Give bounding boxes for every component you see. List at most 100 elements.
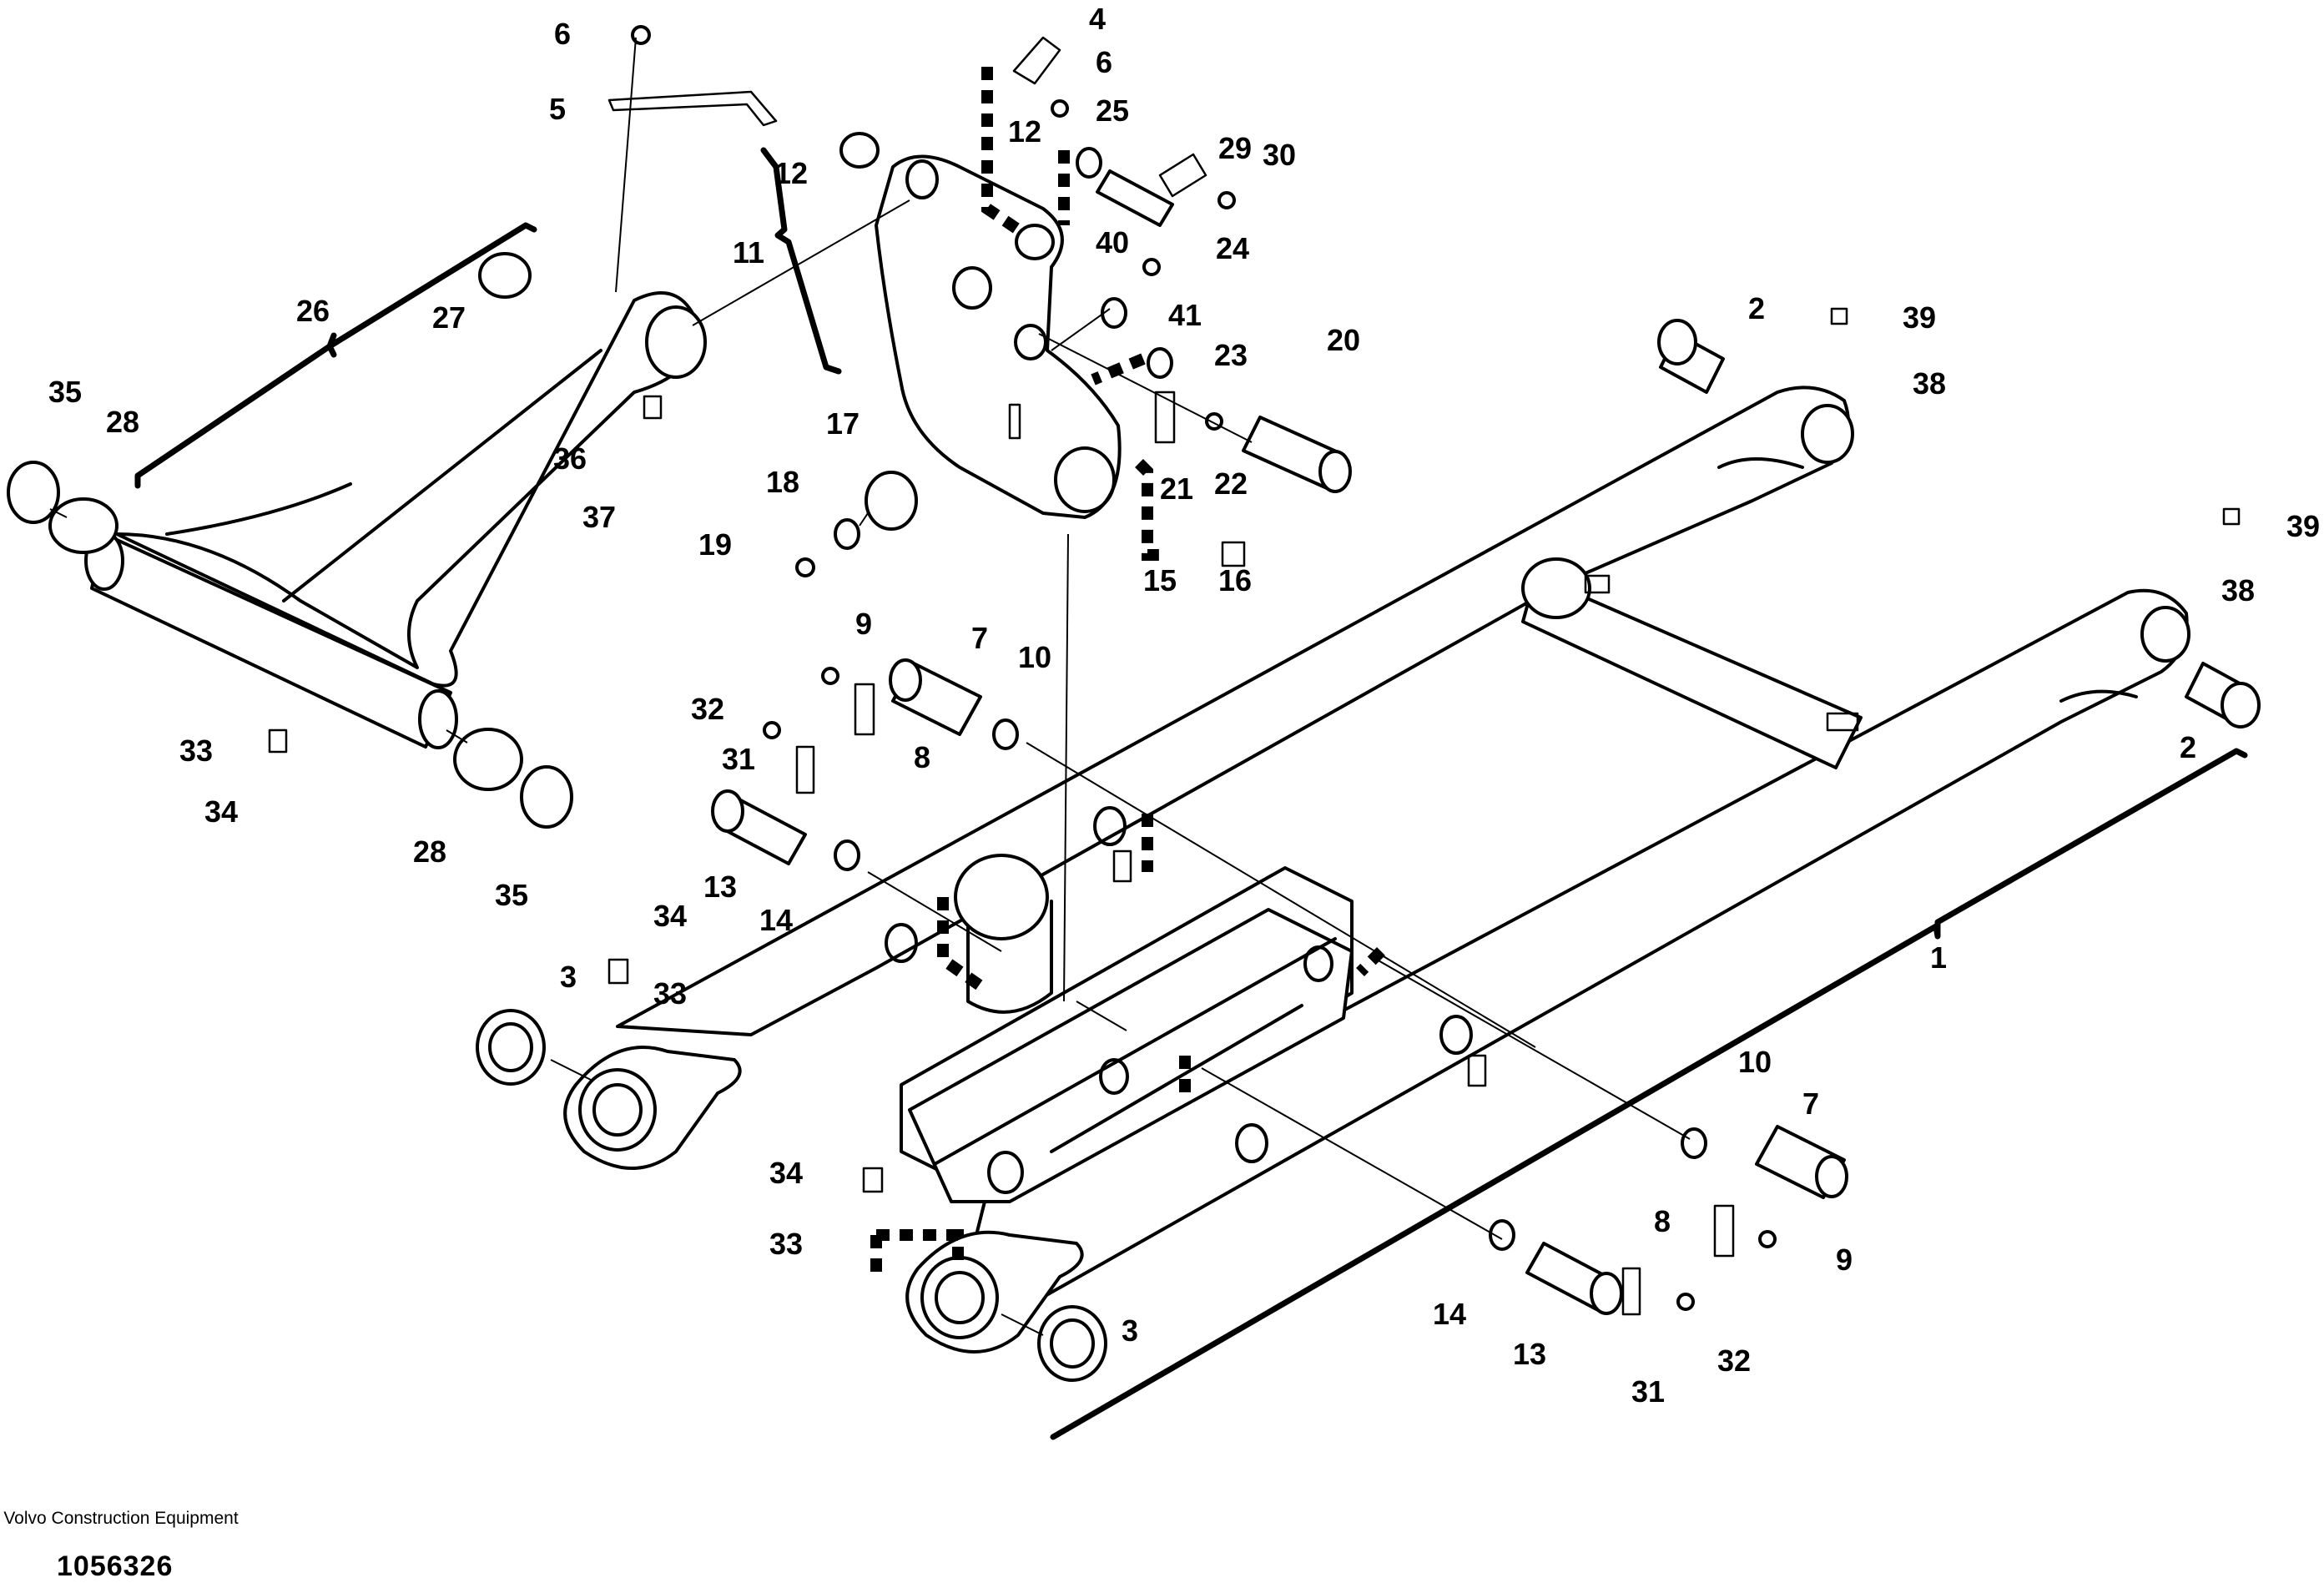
callout-label: 11 [733, 235, 764, 270]
bellcrank-cross-tube [90, 532, 452, 749]
callout-label: 38 [1913, 366, 1946, 401]
bolt-19 [795, 557, 815, 577]
pin-hole [885, 923, 918, 963]
pivot-housing [954, 854, 1049, 940]
callout-label: 15 [1143, 563, 1177, 597]
callout-label: 7 [971, 621, 988, 655]
clip-4 [1012, 36, 1061, 85]
callout-label: 4 [1089, 2, 1106, 36]
plate-31-right [1621, 1267, 1641, 1316]
plate-21 [1154, 391, 1176, 444]
bellcrank-upper-bore [645, 305, 707, 379]
bracket-plate [1584, 574, 1611, 594]
grease-cap-39 [2222, 507, 2241, 526]
bolt-9-left [821, 667, 839, 685]
washer-41 [1101, 297, 1127, 329]
plate-bore [1054, 446, 1116, 513]
plate-31-left [795, 745, 815, 794]
assembly-braces [134, 147, 2248, 1440]
callout-label: 32 [1717, 1343, 1751, 1378]
link-plate [875, 154, 1122, 519]
bolt-9-right [1758, 1230, 1777, 1248]
plate-hole [952, 266, 992, 310]
bracket-plate [1467, 1054, 1487, 1087]
callout-label: 14 [1433, 1297, 1466, 1331]
callout-label: 12 [774, 156, 808, 190]
rear-pivot-eye [1801, 404, 1854, 464]
bolt-6-top [631, 25, 651, 45]
pin-hole [1303, 945, 1333, 982]
lift-arm-assembly [563, 386, 2190, 1354]
pin-hole [1093, 806, 1127, 846]
leader-lines [49, 37, 1691, 1336]
callout-label: 28 [413, 834, 446, 869]
callout-label: 30 [1263, 138, 1296, 172]
washer-25 [1076, 147, 1102, 179]
bolt-22 [1205, 412, 1223, 431]
callout-label: 33 [179, 733, 213, 768]
pin-hole [1235, 1123, 1268, 1163]
callout-label: 2 [2180, 730, 2196, 764]
bellcrank-arm [115, 291, 703, 688]
callout-label: 31 [722, 742, 755, 776]
callout-label: 9 [1836, 1243, 1853, 1277]
tube-end [418, 689, 458, 749]
grease-cap-39 [1830, 307, 1848, 325]
bracket-5 [607, 90, 778, 127]
callout-label: 29 [1218, 131, 1252, 165]
callout-label: 9 [855, 607, 872, 641]
washer-18 [834, 518, 860, 550]
plate-bore [905, 159, 939, 199]
plate-slot [1008, 403, 1021, 440]
bushing-3-right [1037, 1305, 1107, 1382]
callout-label: 6 [554, 17, 571, 51]
callout-label: 25 [1096, 93, 1129, 128]
washer-35-left [7, 461, 60, 524]
callout-label: 39 [2286, 509, 2320, 543]
company-name: Volvo Construction Equipment [3, 1509, 239, 1528]
callout-label: 31 [1631, 1374, 1665, 1409]
callout-label: 8 [1654, 1204, 1671, 1238]
bolt-32-right [1676, 1293, 1695, 1311]
callout-label: 34 [204, 794, 238, 829]
pin-hole [1439, 1015, 1473, 1055]
grease-fitting-34 [862, 1167, 884, 1193]
lift-arm-front-end-left [563, 1046, 742, 1170]
grease-fitting-34 [607, 958, 629, 985]
callout-label: 19 [698, 527, 732, 562]
callout-label: 36 [553, 441, 587, 476]
callout-label: 17 [826, 406, 860, 441]
callout-label: 7 [1802, 1086, 1819, 1121]
bushing-28-left [48, 497, 118, 554]
bushing-17 [865, 471, 918, 531]
callout-label: 26 [296, 294, 330, 328]
callout-label: 20 [1327, 323, 1360, 357]
callout-label: 3 [1122, 1313, 1138, 1348]
grease-fitting-34 [268, 728, 288, 754]
callout-label: 33 [653, 976, 687, 1011]
callout-label: 33 [769, 1227, 803, 1261]
grease-fitting-16 [1221, 541, 1246, 567]
callout-label: 8 [914, 740, 930, 774]
callout-label: 34 [653, 899, 687, 933]
bushing-27 [478, 252, 532, 299]
callout-label: 23 [1214, 338, 1248, 372]
brace-1 [1050, 748, 2248, 1440]
callout-label: 41 [1168, 298, 1202, 332]
washer-23 [1147, 347, 1173, 379]
plate-29 [1158, 153, 1207, 198]
bolt-40 [1142, 258, 1161, 276]
callout-label: 38 [2221, 573, 2255, 607]
callout-label: 28 [106, 405, 139, 439]
illustration-number: 1056326 [57, 1550, 174, 1582]
callout-label: 12 [1008, 114, 1041, 149]
plate-hole [1014, 324, 1047, 360]
bushing-12-left [839, 132, 880, 169]
bearing-bore [578, 1068, 657, 1152]
cross-tube-end-left [1521, 557, 1591, 619]
callout-label: 18 [766, 465, 799, 499]
callout-label: 39 [1903, 300, 1936, 335]
bushing-12-right [1015, 224, 1055, 260]
washer-14-right [1489, 1219, 1515, 1251]
callout-label: 5 [549, 92, 566, 126]
